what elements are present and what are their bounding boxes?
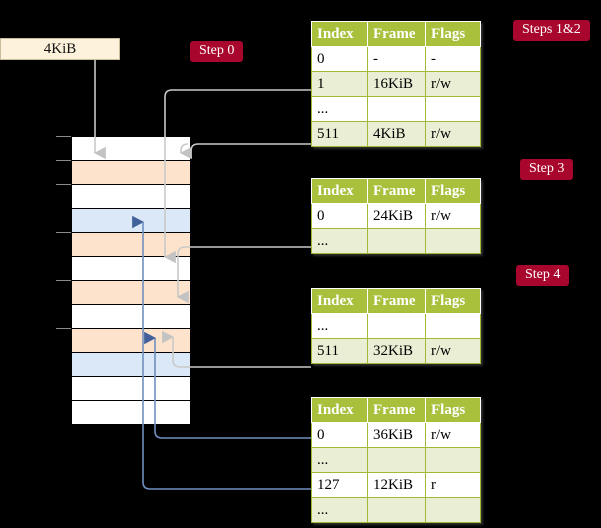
table-row[interactable]: ...: [311, 497, 481, 523]
step-badge-step4: Step 4: [516, 265, 570, 286]
memory-row: [71, 352, 191, 377]
column-header-index: Index: [311, 21, 368, 47]
cell-index: ...: [311, 497, 368, 523]
cell-frame: [367, 447, 426, 473]
column-header-index: Index: [311, 178, 368, 204]
wire-pdp-24kib: [177, 246, 311, 304]
cell-index: 127: [311, 472, 368, 498]
page-frame-label: 4KiB: [43, 40, 77, 57]
memory-row: [71, 256, 191, 281]
cell-flags: [425, 96, 481, 122]
cell-flags: [425, 497, 481, 523]
cell-flags: r/w: [425, 71, 481, 97]
memory-row: [71, 232, 191, 257]
memory-row: [71, 184, 191, 209]
cell-index: 0: [311, 46, 368, 72]
cell-frame: [367, 96, 426, 122]
memory-row: [71, 376, 191, 401]
cell-index: ...: [311, 447, 368, 473]
table-row[interactable]: ...: [311, 447, 481, 473]
table-row[interactable]: ...: [311, 96, 481, 122]
cell-index: 511: [311, 121, 368, 147]
cell-frame: [367, 313, 426, 339]
cell-flags: r/w: [425, 121, 481, 147]
memory-row: [71, 304, 191, 329]
memory-row: [71, 400, 191, 425]
memory-row: [71, 136, 191, 161]
column-header-flags: Flags: [425, 178, 481, 204]
memory-tick: [56, 280, 71, 281]
memory-tick: [56, 160, 71, 161]
cell-frame: 32KiB: [367, 338, 426, 364]
memory-tick: [56, 184, 71, 185]
table-row[interactable]: ...: [311, 313, 481, 339]
column-header-frame: Frame: [367, 397, 426, 423]
wire-pml4-4kib-seg: [190, 143, 311, 158]
memory-row: [71, 280, 191, 305]
cell-index: 0: [311, 203, 368, 229]
column-header-frame: Frame: [367, 178, 426, 204]
step-badge-steps12: Steps 1&2: [513, 20, 590, 41]
cell-frame: 24KiB: [367, 203, 426, 229]
cell-frame: 4KiB: [367, 121, 426, 147]
cell-flags: -: [425, 46, 481, 72]
cell-frame: 16KiB: [367, 71, 426, 97]
table-row[interactable]: ...: [311, 228, 481, 254]
cell-frame: [367, 497, 426, 523]
column-header-flags: Flags: [425, 397, 481, 423]
memory-row: [71, 160, 191, 185]
cell-frame: -: [367, 46, 426, 72]
cell-flags: [425, 228, 481, 254]
cell-flags: r/w: [425, 422, 481, 448]
cell-frame: 12KiB: [367, 472, 426, 498]
cell-flags: [425, 313, 481, 339]
column-header-frame: Frame: [367, 288, 426, 314]
memory-tick: [56, 328, 71, 329]
cell-flags: [425, 447, 481, 473]
cell-frame: 36KiB: [367, 422, 426, 448]
memory-row: [71, 208, 191, 233]
cell-index: ...: [311, 96, 368, 122]
wire-pd-32kib: [162, 330, 311, 368]
column-header-flags: Flags: [425, 21, 481, 47]
cell-flags: r: [425, 472, 481, 498]
column-header-index: Index: [311, 288, 368, 314]
column-header-flags: Flags: [425, 288, 481, 314]
cell-index: 1: [311, 71, 368, 97]
table-row[interactable]: 0--: [311, 46, 481, 72]
step-badge-step0: Step 0: [190, 41, 244, 62]
column-header-index: Index: [311, 397, 368, 423]
cell-index: 511: [311, 338, 368, 364]
cell-index: ...: [311, 313, 368, 339]
cell-flags: r/w: [425, 338, 481, 364]
page-frame-box: 4KiB: [0, 38, 120, 60]
memory-tick: [56, 136, 71, 137]
step-badge-step3: Step 3: [520, 159, 574, 180]
cell-flags: r/w: [425, 203, 481, 229]
memory-tick: [56, 232, 71, 233]
memory-row: [71, 328, 191, 353]
cell-index: 0: [311, 422, 368, 448]
column-header-frame: Frame: [367, 21, 426, 47]
cell-index: ...: [311, 228, 368, 254]
memory-map: [71, 136, 191, 425]
cell-frame: [367, 228, 426, 254]
